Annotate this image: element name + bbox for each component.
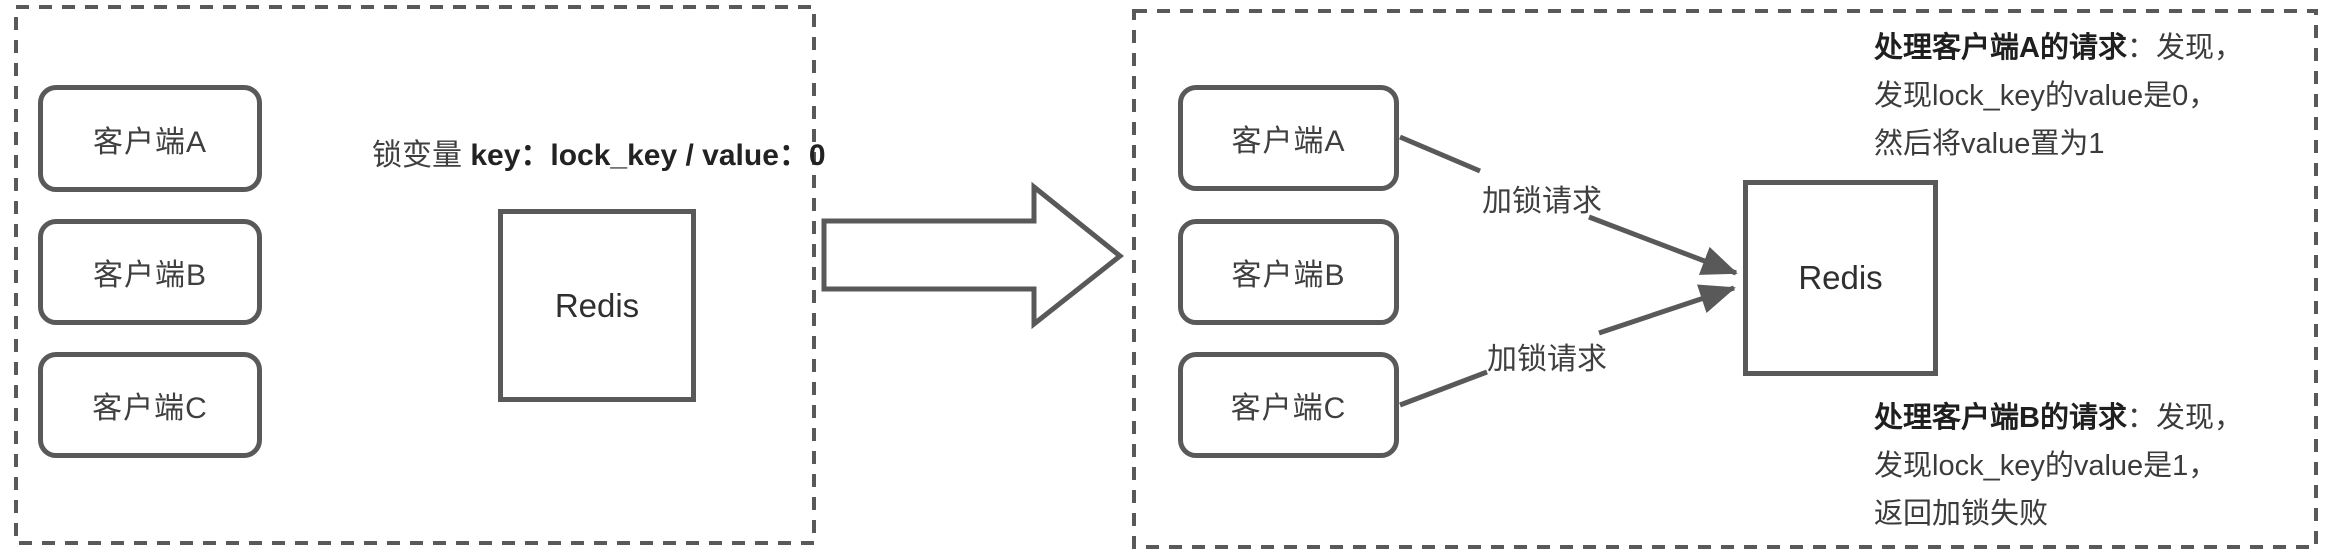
note-a-title-rest: ：发现， [2126,32,2243,64]
client-a-label-left: 客户端A [92,125,207,159]
note-b-line1: 处理客户端B的请求：发现， [1874,394,2324,442]
client-c-label-right: 客户端C [1230,392,1347,425]
note-a-title: 处理客户端A的请求 [1874,32,2127,64]
note-b-title: 处理客户端B的请求 [1874,402,2127,434]
note-a-line3: 然后将value置为1 [1874,128,2105,160]
redis-box-right: Redis [1743,180,1938,376]
client-b-box-left: 客户端B [38,219,262,325]
note-b-line2: 发现lock_key的value是1， [1874,450,2218,482]
client-a-box-right: 客户端A [1178,85,1399,191]
lock-request-label-a: 加锁请求 [1482,185,1602,218]
note-b-line3: 返回加锁失败 [1874,498,2049,530]
client-a-link-segment [1399,134,1481,174]
redis-box-left: Redis [498,209,696,402]
client-c-box-right: 客户端C [1178,352,1399,458]
transition-block-arrow [821,181,1125,330]
note-b-title-rest: ：发现， [2126,402,2243,434]
lock-variable-prefix: 锁变量 [372,139,471,172]
client-c-link-segment [1399,369,1488,408]
lock-variable-keyvalue: key：lock_key / value：0 [470,139,826,172]
redis-label-left: Redis [554,286,640,324]
lock-variable-label: 锁变量 key：lock_key / value：0 [372,130,826,174]
redis-label-right: Redis [1798,259,1883,296]
client-a-box-left: 客户端A [38,85,262,192]
lock-request-label-c: 加锁请求 [1487,343,1607,376]
left-panel-border [14,5,816,545]
note-client-b-request: 处理客户端B的请求：发现， 发现lock_key的value是1， 返回加锁失败 [1874,394,2324,538]
client-c-arrow [1598,284,1736,336]
client-c-box-left: 客户端C [38,352,262,458]
client-b-label-left: 客户端B [92,259,207,292]
note-a-line2: 发现lock_key的value是0， [1874,80,2218,112]
note-a-line1: 处理客户端A的请求：发现， [1874,24,2324,72]
client-b-box-right: 客户端B [1178,219,1399,325]
client-a-label-right: 客户端A [1231,125,1346,158]
right-panel-border [1132,9,2318,549]
client-c-label-left: 客户端C [92,392,208,425]
client-a-arrow [1588,214,1738,276]
note-client-a-request: 处理客户端A的请求：发现， 发现lock_key的value是0， 然后将val… [1874,24,2324,168]
client-b-label-right: 客户端B [1231,259,1346,292]
